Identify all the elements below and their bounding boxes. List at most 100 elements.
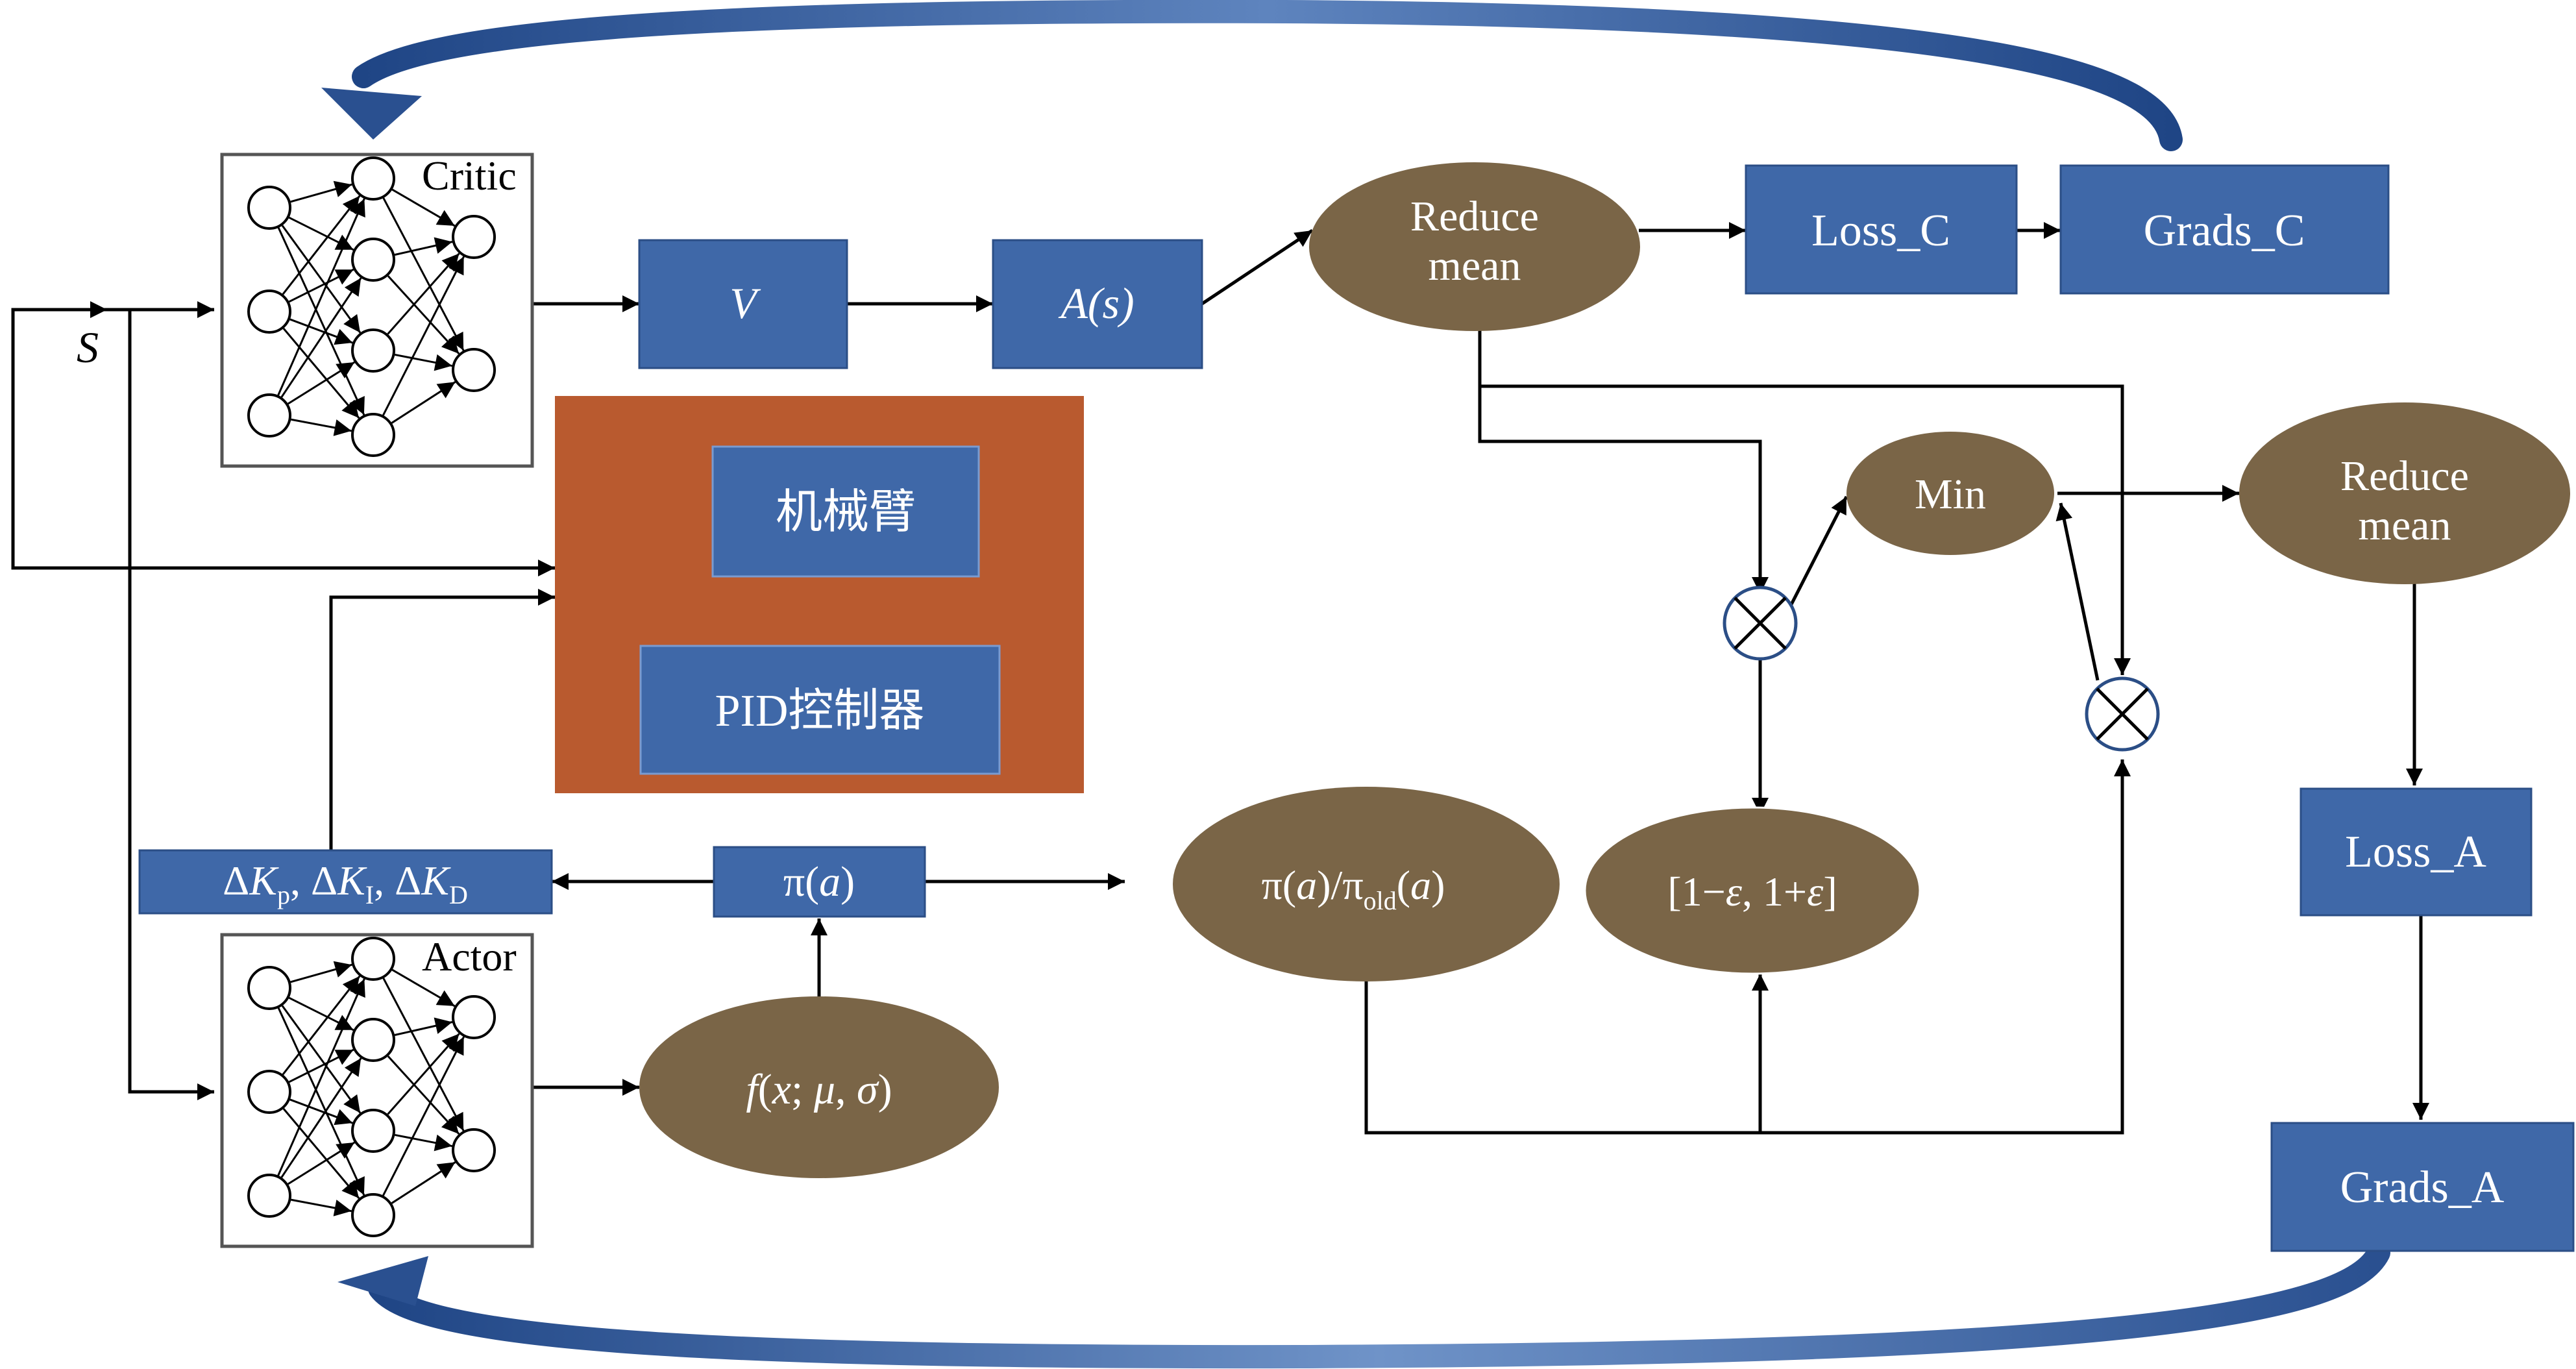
nn-connection	[382, 256, 465, 416]
nn-connection	[387, 1055, 460, 1135]
nn-connection	[382, 1036, 465, 1196]
nn-connection	[282, 975, 361, 1076]
nn-neuron	[452, 215, 496, 259]
multiply-node-2-icon	[2085, 676, 2160, 752]
nn-connection	[291, 418, 352, 436]
min-ellipse: Min	[1846, 432, 2054, 555]
nn-connection	[391, 1161, 456, 1204]
svg-text:Min: Min	[1915, 471, 1986, 518]
nn-neuron	[351, 1109, 395, 1153]
nn-connection	[277, 227, 365, 415]
nn-connection	[277, 198, 365, 396]
nn-neuron	[351, 413, 395, 457]
nn-connection	[395, 1133, 452, 1152]
reduce-to-mult1-line	[1478, 325, 1769, 594]
svg-text:PID控制器: PID控制器	[715, 686, 925, 736]
loss-c-box: Loss_C	[1745, 164, 2018, 295]
environment-block: 机械臂 PID控制器	[555, 396, 1084, 793]
bottom-arc-arrowhead	[337, 1256, 428, 1306]
nn-neuron	[351, 328, 395, 373]
nn-neuron	[351, 156, 395, 201]
svg-text:Grads_A: Grads_A	[2340, 1163, 2505, 1213]
svg-text:ΔKp, ΔKI, ΔKD: ΔKp, ΔKI, ΔKD	[223, 857, 468, 909]
nn-connection	[394, 237, 453, 256]
svg-text:A(s): A(s)	[1058, 278, 1134, 328]
nn-neuron	[247, 966, 291, 1010]
nn-neuron	[452, 348, 496, 392]
deltak-to-env-line	[329, 589, 555, 850]
ratio-ellipse: π(a)/πold(a)	[1173, 787, 1560, 981]
nn-connection	[387, 275, 460, 354]
nn-neuron	[351, 238, 395, 282]
grads-c-box: Grads_C	[2059, 164, 2390, 295]
bottom-feedback-arc	[337, 1241, 2390, 1369]
actor-neural-net-graphic	[247, 937, 496, 1237]
connection-lines	[11, 222, 2429, 1135]
top-feedback-arc	[321, 0, 2183, 151]
nn-neuron	[247, 1174, 291, 1218]
as-to-reduce-line	[1201, 228, 1314, 306]
nn-connection	[391, 381, 456, 424]
nn-connection	[289, 1098, 353, 1126]
nn-connection	[387, 253, 460, 335]
svg-text:机械臂: 机械臂	[776, 486, 916, 538]
nn-connection	[288, 361, 355, 405]
top-arc-arrowhead	[321, 88, 422, 140]
nn-connection	[288, 216, 354, 251]
mult1-to-min-line	[1788, 495, 1848, 608]
svg-text:Grads_C: Grads_C	[2144, 206, 2305, 256]
pi-a-box: π(a)	[713, 846, 926, 918]
nn-connection	[277, 1007, 365, 1196]
nn-neuron	[247, 1070, 291, 1114]
nn-neuron	[247, 290, 291, 334]
nn-connection	[290, 961, 352, 983]
critic-network: Critic	[220, 153, 534, 468]
nn-connection	[394, 1017, 453, 1036]
svg-text:Loss_A: Loss_A	[2345, 827, 2486, 877]
clip-range-ellipse: [1−ε, 1+ε]	[1584, 806, 1921, 975]
s-left-loop-line	[11, 308, 555, 576]
nn-connection	[280, 277, 362, 398]
nn-connection	[277, 978, 365, 1176]
delta-k-box: ΔKp, ΔKI, ΔKD	[138, 849, 553, 915]
nn-connection	[282, 195, 361, 295]
nn-connection	[288, 1048, 354, 1083]
svg-text:f(x; μ, σ): f(x; μ, σ)	[746, 1066, 892, 1113]
actor-label: Actor	[422, 933, 517, 980]
v-box: V	[638, 239, 848, 369]
nn-neuron	[351, 1018, 395, 1062]
nn-neuron	[351, 937, 395, 981]
s-down-to-actor-line	[128, 310, 214, 1100]
nn-connection	[289, 318, 353, 345]
nn-connection	[382, 978, 465, 1131]
nn-connection	[281, 225, 362, 334]
mult2-to-min-line	[2055, 502, 2100, 681]
critic-label: Critic	[422, 153, 517, 199]
nn-connection	[290, 180, 352, 203]
advantage-box: A(s)	[992, 239, 1203, 369]
gaussian-policy-ellipse: f(x; μ, σ)	[639, 996, 999, 1178]
nn-connection	[291, 1198, 352, 1216]
nn-neuron	[247, 393, 291, 438]
nn-connection	[382, 197, 465, 351]
nn-connection	[282, 1108, 360, 1199]
svg-text:Loss_C: Loss_C	[1811, 206, 1950, 256]
critic-neural-net-graphic	[247, 156, 496, 457]
pid-controller-box: PID控制器	[639, 645, 1001, 775]
nn-connection	[288, 268, 354, 303]
robot-arm-box: 机械臂	[711, 445, 980, 578]
svg-text:V: V	[730, 278, 761, 328]
nn-neuron	[351, 1193, 395, 1237]
nn-connection	[288, 1141, 355, 1185]
nn-neuron	[452, 1128, 496, 1172]
nn-connection	[391, 968, 456, 1007]
nn-connection	[387, 1033, 460, 1115]
nn-connection	[281, 1005, 362, 1114]
grads-a-box: Grads_A	[2270, 1122, 2575, 1252]
svg-text:[1−ε, 1+ε]: [1−ε, 1+ε]	[1667, 869, 1837, 915]
nn-connection	[395, 353, 452, 371]
